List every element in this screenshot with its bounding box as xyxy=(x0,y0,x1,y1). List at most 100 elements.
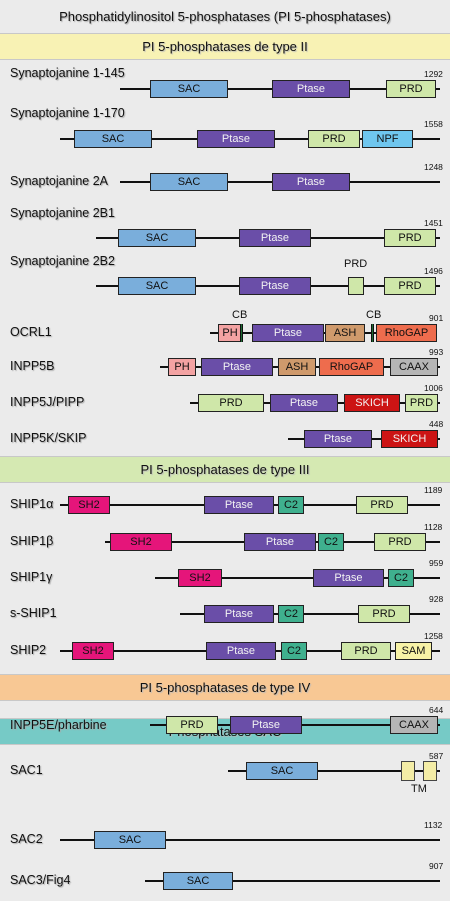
domain-prd: PRD xyxy=(308,130,360,148)
domain-annotation: TM xyxy=(411,783,427,795)
domain-prd: PRD xyxy=(386,80,436,98)
protein-label: SHIP1α xyxy=(10,497,54,511)
domain-sac: SAC xyxy=(118,229,196,247)
protein-length: 587 xyxy=(429,751,444,761)
domain-c2: C2 xyxy=(388,569,414,587)
domain-skich: SKICH xyxy=(344,394,400,412)
section-header-1: PI 5-phosphatases de type II xyxy=(0,33,450,60)
domain-sac: SAC xyxy=(163,872,233,890)
domain-sac: SAC xyxy=(94,831,166,849)
protein-length: 1258 xyxy=(424,631,443,641)
domain-ptase: Ptase xyxy=(270,394,338,412)
protein-label: SHIP1β xyxy=(10,534,54,548)
protein-label: SAC3/Fig4 xyxy=(10,873,71,887)
domain-sh2: SH2 xyxy=(68,496,110,514)
domain-sac: SAC xyxy=(74,130,152,148)
section-header-3: PI 5-phosphatases de type IV xyxy=(0,674,450,701)
protein-length: 1128 xyxy=(424,522,443,532)
protein-backbone xyxy=(228,770,440,772)
domain-prd: PRD xyxy=(341,642,391,660)
protein-length: 1006 xyxy=(424,383,443,393)
protein-label: SAC2 xyxy=(10,832,43,846)
domain-sac: SAC xyxy=(118,277,196,295)
domain-npf: NPF xyxy=(362,130,413,148)
protein-label: INPP5K/SKIP xyxy=(10,431,87,445)
section-header-2: PI 5-phosphatases de type III xyxy=(0,456,450,483)
domain-ptase: Ptase xyxy=(272,80,350,98)
protein-length: 959 xyxy=(429,558,444,568)
domain-ptase: Ptase xyxy=(252,324,324,342)
protein-backbone xyxy=(155,577,440,579)
diagram-title: Phosphatidylinositol 5-phosphatases (PI … xyxy=(59,9,391,24)
protein-length: 644 xyxy=(429,705,444,715)
tm-segment xyxy=(423,761,437,781)
domain-c2: C2 xyxy=(278,496,304,514)
protein-length: 901 xyxy=(429,313,444,323)
domain-sac: SAC xyxy=(150,173,228,191)
protein-label: OCRL1 xyxy=(10,325,52,339)
protein-label: INPP5E/pharbine xyxy=(10,718,107,732)
domain-caax: CAAX xyxy=(390,716,438,734)
domain-ptase: Ptase xyxy=(313,569,384,587)
domain-annotation: CB xyxy=(232,309,248,321)
domain-ph: PH xyxy=(218,324,242,342)
cb-marker xyxy=(371,324,374,342)
protein-backbone xyxy=(145,880,440,882)
domain-prd: PRD xyxy=(384,229,436,247)
domain-ash: ASH xyxy=(278,358,316,376)
protein-length: 993 xyxy=(429,347,444,357)
domain-annotation: PRD xyxy=(344,258,368,270)
domain-ash: ASH xyxy=(325,324,365,342)
domain-sac: SAC xyxy=(150,80,228,98)
domain-ptase: Ptase xyxy=(304,430,372,448)
protein-length: 928 xyxy=(429,594,444,604)
protein-length: 448 xyxy=(429,419,444,429)
domain-prd: PRD xyxy=(405,394,438,412)
domain-sh2: SH2 xyxy=(178,569,222,587)
protein-label: SAC1 xyxy=(10,763,43,777)
domain-rhogap: RhoGAP xyxy=(319,358,384,376)
protein-label: Synaptojanine 2A xyxy=(10,174,108,188)
domain-ptase: Ptase xyxy=(204,605,274,623)
protein-label: INPP5J/PIPP xyxy=(10,395,85,409)
protein-label: Synaptojanine 2B1 xyxy=(10,206,115,220)
domain-skich: SKICH xyxy=(381,430,438,448)
domain-c2: C2 xyxy=(278,605,304,623)
domain-ptase: Ptase xyxy=(272,173,350,191)
protein-backbone xyxy=(180,613,440,615)
protein-length: 1496 xyxy=(424,266,443,276)
domain-sam: SAM xyxy=(395,642,432,660)
domain-prd: PRD xyxy=(166,716,218,734)
domain-ptase: Ptase xyxy=(204,496,274,514)
domain-ptase: Ptase xyxy=(230,716,302,734)
domain-caax: CAAX xyxy=(390,358,438,376)
domain-sac: SAC xyxy=(246,762,318,780)
domain-c2: C2 xyxy=(318,533,344,551)
protein-label: Synaptojanine 1-145 xyxy=(10,66,125,80)
protein-length: 1248 xyxy=(424,162,443,172)
protein-label: Synaptojanine 1-170 xyxy=(10,106,125,120)
domain-ptase: Ptase xyxy=(244,533,316,551)
domain-prd xyxy=(348,277,364,295)
protein-label: INPP5B xyxy=(10,359,55,373)
domain-ptase: Ptase xyxy=(201,358,273,376)
domain-sh2: SH2 xyxy=(72,642,114,660)
protein-label: s-SHIP1 xyxy=(10,606,57,620)
tm-segment xyxy=(401,761,415,781)
protein-length: 907 xyxy=(429,861,444,871)
domain-prd: PRD xyxy=(384,277,436,295)
protein-length: 1558 xyxy=(424,119,443,129)
domain-rhogap: RhoGAP xyxy=(376,324,437,342)
domain-prd: PRD xyxy=(374,533,426,551)
protein-length: 1132 xyxy=(424,820,443,830)
domain-prd: PRD xyxy=(198,394,264,412)
protein-label: SHIP2 xyxy=(10,643,47,657)
domain-ptase: Ptase xyxy=(197,130,275,148)
domain-ptase: Ptase xyxy=(206,642,276,660)
domain-prd: PRD xyxy=(358,605,410,623)
domain-annotation: CB xyxy=(366,309,382,321)
protein-backbone xyxy=(60,839,440,841)
domain-ph: PH xyxy=(168,358,196,376)
domain-prd: PRD xyxy=(356,496,408,514)
